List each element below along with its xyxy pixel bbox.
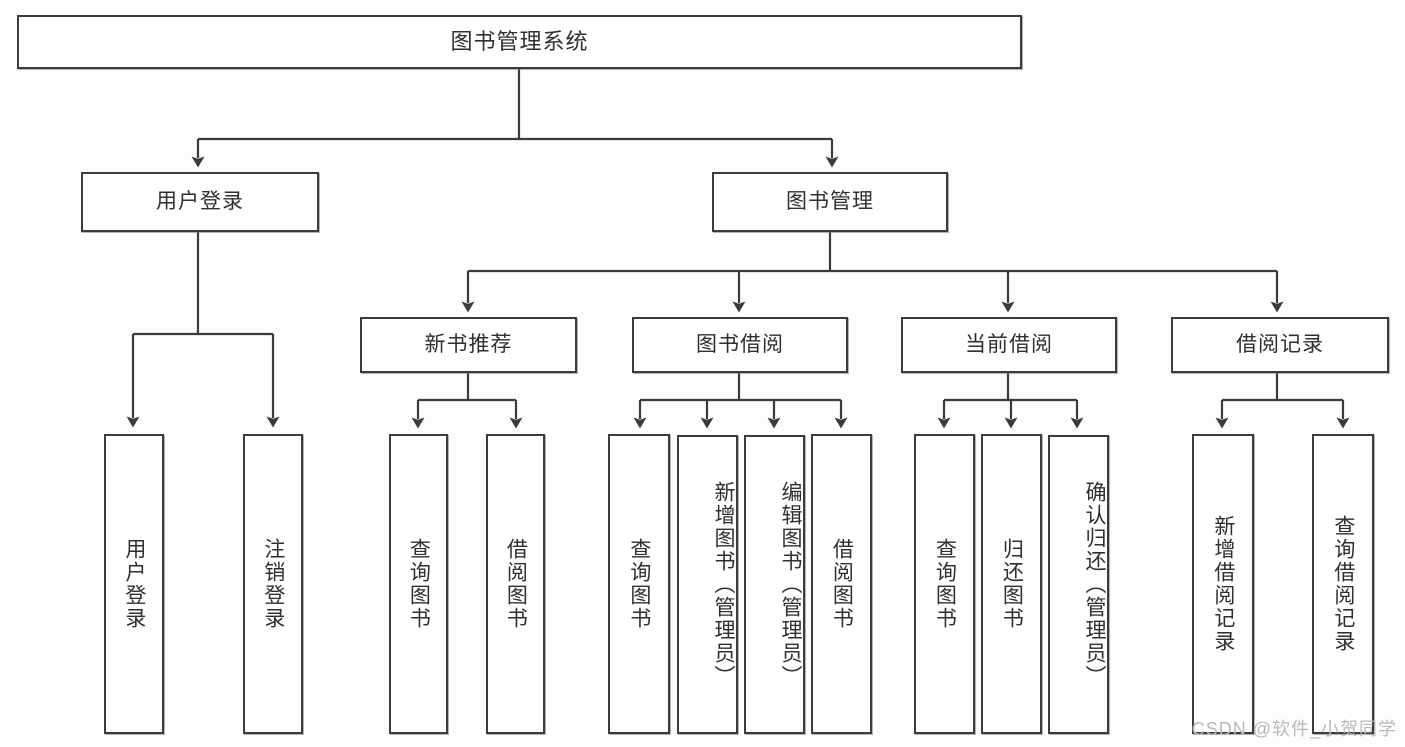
leaf-borrow-edit-book-admin[interactable]: 编辑图书（管理员） bbox=[744, 435, 805, 734]
csdn-watermark: CSDN @软件_小贺同学 bbox=[1191, 719, 1397, 739]
leaf-record-query-record[interactable]: 查询借阅记录 bbox=[1312, 434, 1374, 734]
leaf-user-logout[interactable]: 注销登录 bbox=[243, 434, 303, 734]
leaf-record-add-record[interactable]: 新增借阅记录 bbox=[1192, 434, 1254, 734]
leaf-current-return-book[interactable]: 归还图书 bbox=[981, 434, 1042, 734]
leaf-borrow-borrow-book[interactable]: 借阅图书 bbox=[811, 434, 872, 734]
node-root-system[interactable]: 图书管理系统 bbox=[17, 15, 1022, 69]
node-user-login[interactable]: 用户登录 bbox=[81, 172, 319, 232]
leaf-user-login[interactable]: 用户登录 bbox=[104, 434, 164, 734]
leaf-borrow-add-book-admin[interactable]: 新增图书（管理员） bbox=[677, 435, 738, 734]
leaf-current-confirm-return-admin[interactable]: 确认归还（管理员） bbox=[1048, 435, 1109, 734]
node-new-book-recommend[interactable]: 新书推荐 bbox=[360, 317, 577, 373]
leaf-borrow-query-book[interactable]: 查询图书 bbox=[608, 434, 670, 734]
leaf-current-query-book[interactable]: 查询图书 bbox=[914, 434, 975, 734]
leaf-recommend-query-book[interactable]: 查询图书 bbox=[389, 434, 448, 734]
leaf-recommend-borrow-book[interactable]: 借阅图书 bbox=[486, 434, 545, 734]
node-book-borrow[interactable]: 图书借阅 bbox=[632, 317, 848, 373]
node-current-borrow[interactable]: 当前借阅 bbox=[901, 317, 1117, 373]
node-book-management[interactable]: 图书管理 bbox=[712, 172, 948, 232]
node-borrow-record[interactable]: 借阅记录 bbox=[1171, 317, 1389, 373]
